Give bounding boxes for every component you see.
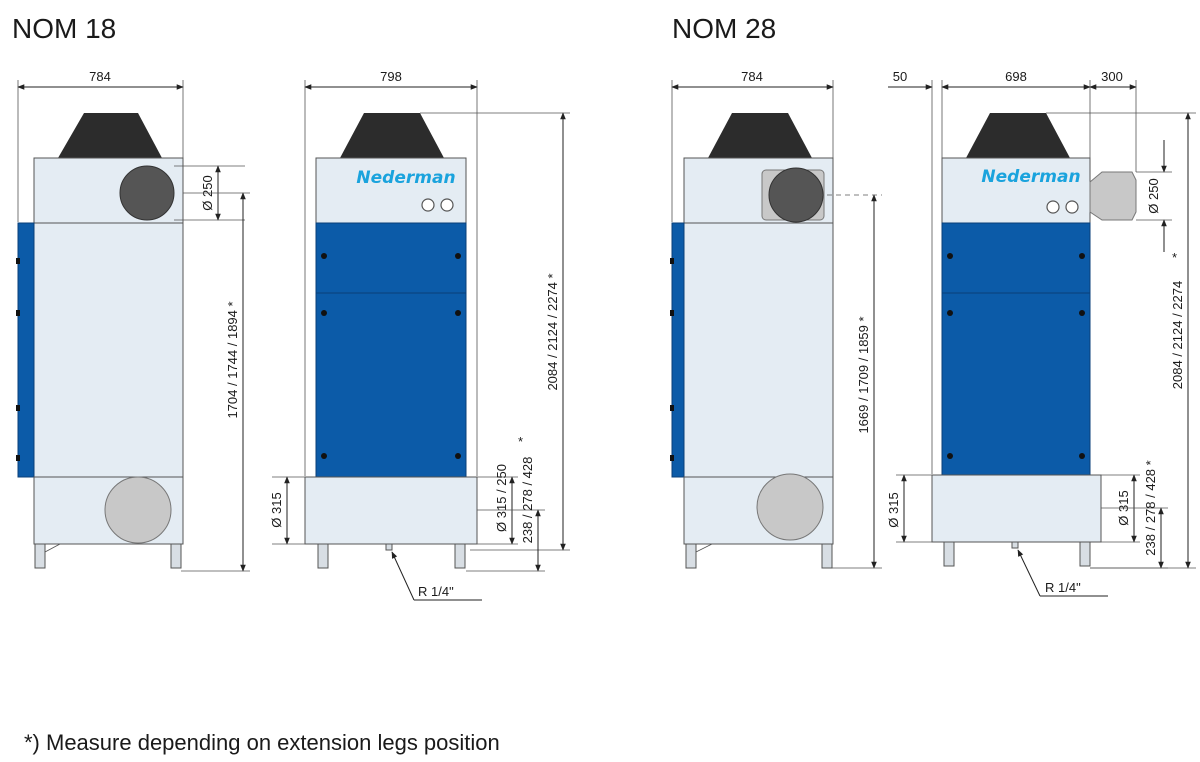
lower-housing — [304, 476, 478, 545]
leg — [1079, 541, 1091, 567]
upper-door — [941, 222, 1091, 294]
nom28-side-view — [670, 113, 834, 569]
nom28-asterisk-top: * — [1172, 250, 1177, 265]
leg — [34, 543, 46, 569]
nom18-height-bottom: 238 / 278 / 428 — [520, 457, 535, 544]
brand-logo: Nederman — [981, 167, 1080, 187]
nom18-side-view — [16, 113, 184, 569]
lower-door — [315, 292, 467, 478]
nom28-height-inlet: 1669 / 1709 / 1859 * — [856, 316, 871, 433]
middle-housing — [33, 222, 184, 478]
footnote: *) Measure depending on extension legs p… — [24, 730, 500, 755]
drain-fitting — [385, 543, 393, 551]
nom18-asterisk: * — [518, 434, 523, 449]
brand-logo: Nederman — [356, 168, 455, 188]
side-door-panel — [17, 222, 35, 478]
nom18-height-inlet: 1704 / 1744 / 1894 * — [225, 301, 240, 418]
lower-door — [941, 292, 1091, 478]
leg — [317, 543, 329, 569]
nom28-offset-right: 300 — [1101, 69, 1123, 84]
nom28-dia-bottom-side: Ø 315 — [886, 492, 901, 527]
nom18-dia-bottom-side: Ø 315 — [269, 492, 284, 527]
nom28-width-front: 698 — [1005, 69, 1027, 84]
pressure-gauge — [1046, 200, 1060, 214]
nom18-width-front: 798 — [380, 69, 402, 84]
upper-housing — [941, 157, 1091, 224]
nom18-height-total: 2084 / 2124 / 2274 * — [545, 273, 560, 390]
fan-cone — [708, 113, 812, 158]
title-nom28: NOM 28 — [672, 13, 776, 44]
fan-cone — [340, 113, 444, 158]
upper-housing — [315, 157, 467, 224]
nom18-drain: R 1/4" — [418, 584, 454, 599]
leg — [454, 543, 466, 569]
upper-door — [315, 222, 467, 294]
nom18-width-side: 784 — [89, 69, 111, 84]
fan-cone — [58, 113, 162, 158]
leg — [821, 543, 833, 569]
pressure-gauge — [1065, 200, 1079, 214]
outlet-duct — [104, 476, 172, 544]
pressure-gauge — [421, 198, 435, 212]
nom28-front-view — [931, 113, 1137, 567]
inlet-duct — [119, 165, 175, 221]
lower-housing — [931, 474, 1102, 543]
nom18-front-view — [304, 113, 478, 569]
drain-fitting — [1011, 541, 1019, 549]
leg — [943, 541, 955, 567]
nom28-offset-left: 50 — [893, 69, 907, 84]
title-nom18: NOM 18 — [12, 13, 116, 44]
nom28-height-bottom: 238 / 278 / 428 * — [1143, 460, 1158, 555]
pressure-gauge — [440, 198, 454, 212]
side-inlet-duct — [1089, 171, 1137, 221]
nom18-dia-bottom-front: Ø 315 / 250 — [494, 464, 509, 532]
side-door-panel — [671, 222, 685, 478]
fan-cone — [966, 113, 1070, 158]
leg — [170, 543, 182, 569]
outlet-duct — [756, 473, 824, 541]
nom28-width-side: 784 — [741, 69, 763, 84]
middle-housing — [683, 222, 834, 478]
nom28-dia-top: Ø 250 — [1146, 178, 1161, 213]
nom28-drain: R 1/4" — [1045, 580, 1081, 595]
inlet-duct — [768, 167, 824, 223]
nom28-height-total: 2084 / 2124 / 2274 — [1170, 281, 1185, 389]
leg — [685, 543, 697, 569]
